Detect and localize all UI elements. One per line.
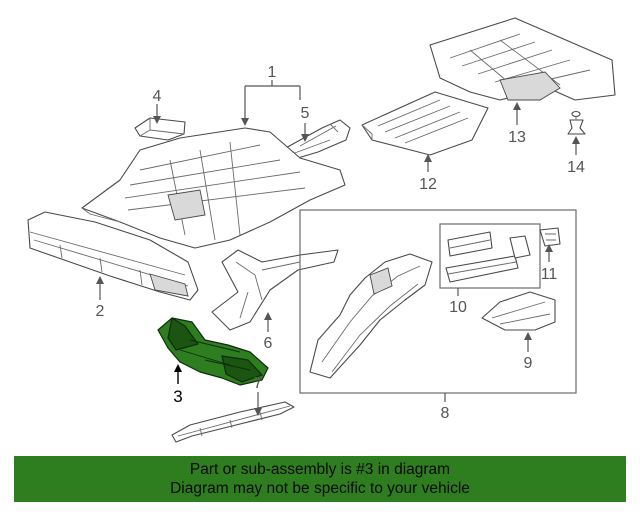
group-8-box [299, 209, 577, 394]
part-9-extension[interactable] [481, 291, 556, 331]
part-3-frame-rail-highlighted[interactable] [157, 317, 269, 386]
part-7-rail-strip[interactable] [171, 401, 295, 443]
part-1-front-floor[interactable] [81, 127, 346, 249]
callout-1: 1 [268, 64, 277, 81]
part-13-rear-floor-pan[interactable] [429, 17, 616, 101]
parts-diagram: 1 2 3 4 5 6 7 8 9 10 11 12 13 14 [27, 17, 616, 443]
leader-lines [96, 80, 580, 416]
callout-6: 6 [264, 335, 273, 352]
callout-11: 11 [541, 266, 558, 283]
group-10-box [439, 223, 541, 289]
callout-8: 8 [441, 405, 450, 422]
callout-13: 13 [508, 129, 526, 146]
callout-14: 14 [567, 159, 585, 176]
banner-line-2: Diagram may not be specific to your vehi… [170, 480, 470, 497]
part-11-bracket[interactable] [539, 227, 561, 247]
callout-10: 10 [449, 299, 467, 316]
part-8-side-panel[interactable] [309, 253, 433, 379]
part-14-clip[interactable] [567, 110, 586, 135]
part-5-side-bracket[interactable] [281, 119, 351, 159]
info-banner: Part or sub-assembly is #3 in diagram Di… [14, 456, 626, 502]
part-4-bracket[interactable] [134, 117, 186, 141]
part-12-floor-tray[interactable] [361, 91, 489, 156]
callout-12: 12 [419, 176, 437, 193]
part-2-cross-member[interactable] [27, 211, 199, 301]
callout-5: 5 [301, 105, 310, 122]
callout-9: 9 [524, 355, 533, 372]
callout-2: 2 [96, 303, 105, 320]
banner-line-1: Part or sub-assembly is #3 in diagram [189, 461, 451, 478]
part-6-crossmember[interactable] [211, 249, 339, 331]
callout-4: 4 [153, 88, 162, 105]
part-10-reinforcement[interactable] [445, 231, 531, 283]
callout-3: 3 [173, 387, 182, 406]
callout-7: 7 [254, 375, 263, 392]
